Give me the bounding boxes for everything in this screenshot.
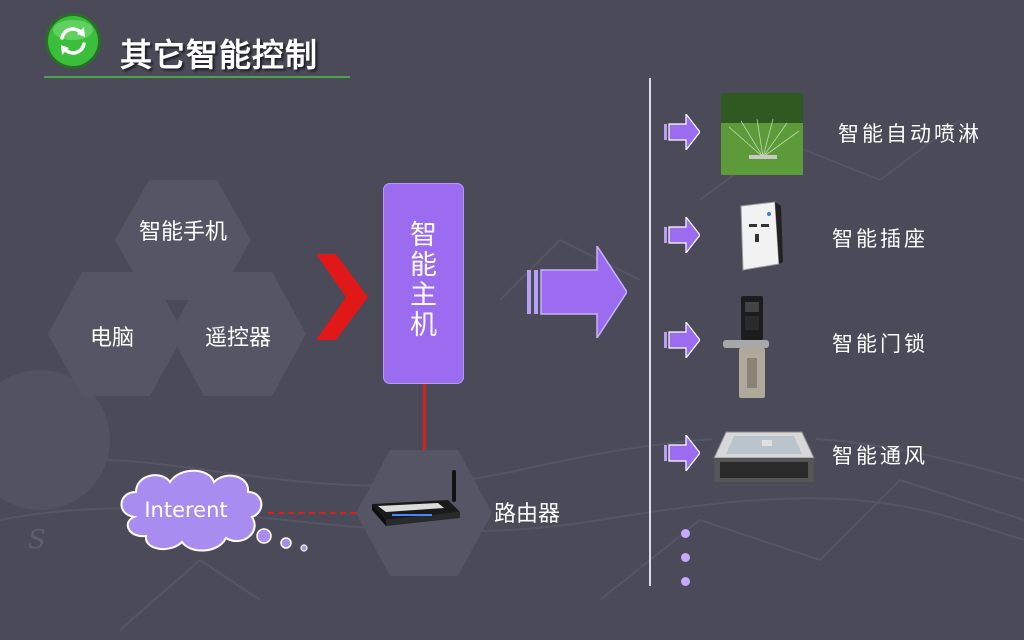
- red-chevron-arrow-icon: [316, 254, 368, 340]
- output-door-lock-label: 智能门锁: [832, 332, 928, 356]
- host-char: 智: [410, 220, 437, 251]
- hex-pc: [48, 272, 184, 396]
- page-title: 其它智能控制: [120, 36, 319, 74]
- router-label: 路由器: [494, 502, 561, 527]
- host-char: 主: [410, 280, 437, 311]
- small-arrow-icon: [664, 114, 700, 150]
- svg-text:S: S: [28, 525, 46, 555]
- hex-remote: [170, 272, 306, 396]
- vertical-divider: [649, 78, 651, 586]
- device-pc-label: 电脑: [89, 326, 134, 351]
- device-remote-label: 遥控器: [204, 326, 271, 351]
- output-ventilation-label: 智能通风: [832, 444, 928, 468]
- smart-host-box: 智 能 主 机: [383, 183, 464, 384]
- host-char: 能: [410, 250, 437, 281]
- host-router-connector: [423, 384, 426, 450]
- host-char: 机: [410, 310, 437, 341]
- hex-phone: [115, 180, 251, 300]
- internet-cloud-icon: [120, 469, 308, 552]
- title-underline: [44, 76, 350, 78]
- refresh-logo-icon: [44, 12, 102, 70]
- output-sprinkler-label: 智能自动喷淋: [838, 122, 982, 146]
- internet-label: Interent: [144, 498, 228, 522]
- continuation-dot: [681, 577, 690, 586]
- small-arrow-icon: [664, 435, 700, 471]
- big-right-arrow-icon: [527, 246, 627, 338]
- small-arrow-icon: [664, 322, 700, 358]
- ventilation-unit-photo: [712, 428, 816, 486]
- door-lock-photo: [721, 296, 777, 400]
- internet-router-connector: [268, 512, 356, 514]
- device-phone-label: 智能手机: [138, 220, 227, 245]
- small-arrow-icon: [664, 217, 700, 253]
- output-socket-label: 智能插座: [832, 227, 928, 251]
- sprinkler-lawn-photo: [721, 93, 803, 175]
- continuation-dot: [681, 529, 690, 538]
- router-device-icon: [372, 470, 460, 526]
- wall-socket-photo: [735, 200, 783, 272]
- continuation-dot: [681, 553, 690, 562]
